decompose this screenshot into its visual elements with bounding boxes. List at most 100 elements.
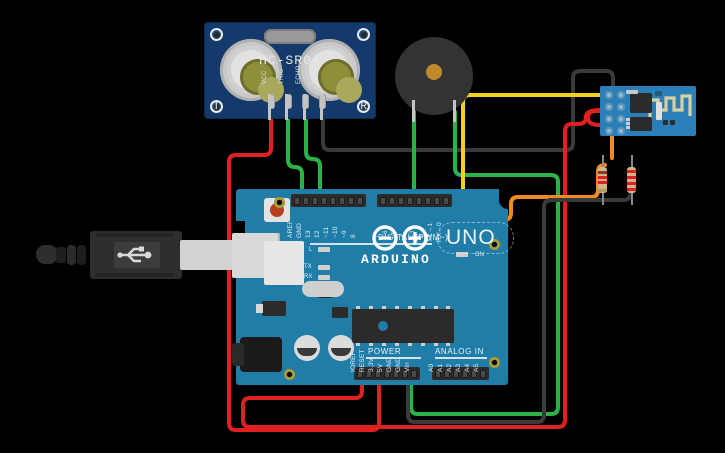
power-header[interactable] <box>354 367 420 380</box>
resistor-band <box>598 171 607 174</box>
pcb-antenna <box>648 94 692 130</box>
resistor-body <box>627 167 636 193</box>
analog-section-label: ANALOG IN <box>435 347 484 356</box>
led-label-l: L <box>309 247 313 253</box>
transducer-receive <box>298 39 362 103</box>
wire-esp-chpd <box>586 109 602 127</box>
resistor-band <box>627 170 636 173</box>
esp-pad-2[interactable] <box>617 91 625 99</box>
esp-smd-b <box>670 120 675 125</box>
transducer-transmit <box>220 39 284 103</box>
resistor-band <box>627 176 636 179</box>
pin-label-gnd-2: GND <box>395 356 402 372</box>
screw-hole <box>357 100 370 113</box>
esp8266-wifi-module[interactable] <box>600 86 696 136</box>
sensor-marker-t: T <box>213 101 220 113</box>
mounting-hole <box>489 357 500 368</box>
usb-icon <box>117 246 152 263</box>
pin-label-5v: 5V <box>377 363 384 372</box>
pin-label-10: ~10 <box>332 226 339 238</box>
oscillator <box>264 29 316 44</box>
digital-header-right[interactable] <box>377 194 452 207</box>
sensor-lead-gnd <box>320 94 323 120</box>
esp-pad-3[interactable] <box>605 103 613 111</box>
electrolytic-capacitor <box>294 335 320 361</box>
usb-logo-window <box>114 242 160 268</box>
pin-label-a4: A4 <box>464 363 471 372</box>
sensor-lead-echo <box>303 94 306 120</box>
buzzer-lead-pos <box>412 100 415 122</box>
resistor-band <box>627 182 636 185</box>
esp-silk-mark <box>626 90 638 94</box>
smd-component <box>332 307 348 318</box>
usb-connector-shell <box>90 231 182 279</box>
pin-label-aref: AREF <box>287 219 294 238</box>
led-on <box>456 252 468 257</box>
pin-label-9: ~9 <box>341 230 348 238</box>
led-l <box>318 247 330 252</box>
sensor-pin-vcc[interactable] <box>268 94 275 109</box>
atmega328p-mcu <box>352 306 454 346</box>
usb-cable[interactable] <box>36 231 238 279</box>
pin-label-a5: A5 <box>473 363 480 372</box>
usb-interface-chip <box>264 241 304 285</box>
sensor-lead-vcc <box>268 94 271 120</box>
resistor-band <box>627 188 636 191</box>
barrel-power-jack[interactable] <box>232 337 282 372</box>
esp-flash-chip <box>630 117 652 131</box>
voltage-regulator <box>256 301 286 316</box>
esp-led <box>655 91 662 96</box>
analog-header[interactable] <box>432 367 489 380</box>
resistor-band <box>598 181 607 184</box>
resistor-2[interactable] <box>626 155 637 205</box>
screw-hole <box>210 100 223 113</box>
mounting-hole <box>284 369 295 380</box>
led-tx <box>318 265 330 270</box>
led-label-on: ON <box>475 252 484 258</box>
wire-sensor-vcc <box>227 118 381 432</box>
mounting-hole <box>489 239 500 250</box>
esp-pad-1[interactable] <box>605 91 613 99</box>
screw-hole <box>210 28 223 41</box>
sensor-part-label: HC-SR04 <box>259 53 321 68</box>
pin-label-12: 12 <box>314 230 321 238</box>
wire-sensor-trig <box>286 118 304 198</box>
usb-b-plug <box>180 240 238 270</box>
esp-pad-8[interactable] <box>617 127 625 135</box>
mounting-hole <box>274 197 285 208</box>
sensor-pin-label-vcc: VCC <box>262 70 268 84</box>
wire-sensor-gnd <box>321 69 615 152</box>
esp-pad-4[interactable] <box>617 103 625 111</box>
wire-esp-rx <box>461 93 602 198</box>
pin-label-vin: Vin <box>404 362 411 372</box>
led-rx <box>318 275 330 280</box>
wire-sensor-echo <box>304 118 322 198</box>
esp-pad-6[interactable] <box>617 115 625 123</box>
usb-cable-tip <box>36 245 58 264</box>
resistor-band <box>598 189 607 192</box>
buzzer-lead-neg <box>453 100 456 122</box>
digital-header-left[interactable] <box>291 194 366 207</box>
pin-label-a0: A0 <box>428 363 435 372</box>
pin-label-13: 13 <box>305 230 312 238</box>
led-label-rx: RX <box>304 274 313 280</box>
piezo-buzzer[interactable] <box>395 37 473 115</box>
wire-esp-gnd <box>406 188 633 424</box>
pin-label-a2: A2 <box>446 363 453 372</box>
sensor-pin-trig[interactable] <box>285 94 292 109</box>
electrolytic-capacitor <box>328 335 354 361</box>
pin-label-a1: A1 <box>437 363 444 372</box>
wire-buzzer-neg <box>409 110 560 416</box>
hc-sr04-sensor[interactable]: HC-SR04 T R VCC TRIG ECHO GND <box>204 22 376 119</box>
resistor-band <box>598 176 607 179</box>
pin-label-11: ~11 <box>323 226 330 238</box>
arduino-uno-board[interactable]: AREF GND 13 12 ~11 ~10 ~9 8 7 ~6 ~5 4 ~3… <box>232 189 514 385</box>
power-section-label: POWER <box>368 347 402 356</box>
esp-pad-5[interactable] <box>605 115 613 123</box>
esp-pad-7[interactable] <box>605 127 613 135</box>
pin-label-gnd-1: GND <box>386 356 393 372</box>
esp-crystal <box>656 102 662 120</box>
buzzer-sound-hole <box>426 64 442 80</box>
screw-hole <box>357 28 370 41</box>
resistor-1[interactable] <box>597 155 608 205</box>
